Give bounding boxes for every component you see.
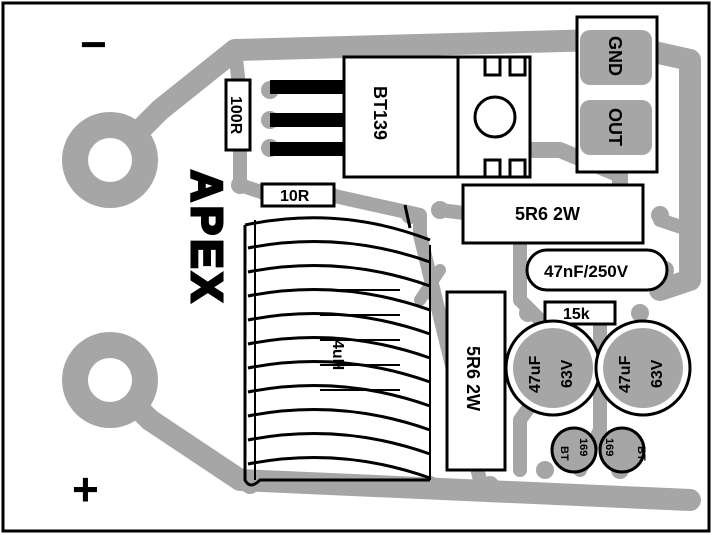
resistor-10r-label: 10R — [280, 188, 310, 205]
minus-sign: − — [80, 18, 107, 70]
thyristor-bt169-1: BT 169 — [550, 426, 598, 474]
resistor-15k-label: 15k — [563, 306, 590, 323]
cap1-line1: 47uF — [527, 355, 544, 393]
capacitor-47uf-2: 47uF 63V — [594, 319, 692, 417]
diode2-line2: 169 — [603, 438, 615, 456]
capacitor-47nf: 47nF/250V — [525, 248, 669, 292]
inductor-coil: 4uH — [243, 204, 431, 487]
power-pads — [62, 112, 158, 428]
capacitor-47nf-label: 47nF/250V — [544, 262, 629, 281]
resistor-5r6-vert-label: 5R6 2W — [463, 346, 483, 411]
resistor-10r: 10R — [260, 182, 336, 208]
resistor-100r-label: 100R — [227, 96, 244, 135]
diode1-line2: 169 — [577, 438, 589, 456]
cap2-line1: 47uF — [617, 355, 634, 393]
diode2-line1: BT — [635, 446, 647, 461]
diode1-line1: BT — [558, 446, 570, 461]
resistor-100r: 100R — [224, 78, 252, 152]
thyristor-bt169-2: BT 169 — [598, 426, 647, 474]
connector-out-label: OUT — [605, 108, 625, 146]
triac-label: BT139 — [370, 86, 390, 140]
cap2-line2: 63V — [649, 359, 666, 388]
connector-gnd-label: GND — [605, 36, 625, 76]
inductor-label: 4uH — [329, 340, 346, 370]
triac-bt139: BT139 — [270, 55, 532, 179]
plus-sign: + — [72, 463, 99, 515]
output-connector: GND OUT — [575, 15, 659, 174]
resistor-5r6-top: 5R6 2W — [461, 183, 645, 245]
capacitor-47uf-1: 47uF 63V — [504, 319, 602, 417]
resistor-15k: 15k — [543, 300, 617, 326]
resistor-5r6-vert: 5R6 2W — [445, 290, 507, 472]
cap1-line2: 63V — [559, 359, 576, 388]
apex-logo: APEX — [182, 170, 231, 306]
resistor-5r6-top-label: 5R6 2W — [515, 204, 580, 224]
